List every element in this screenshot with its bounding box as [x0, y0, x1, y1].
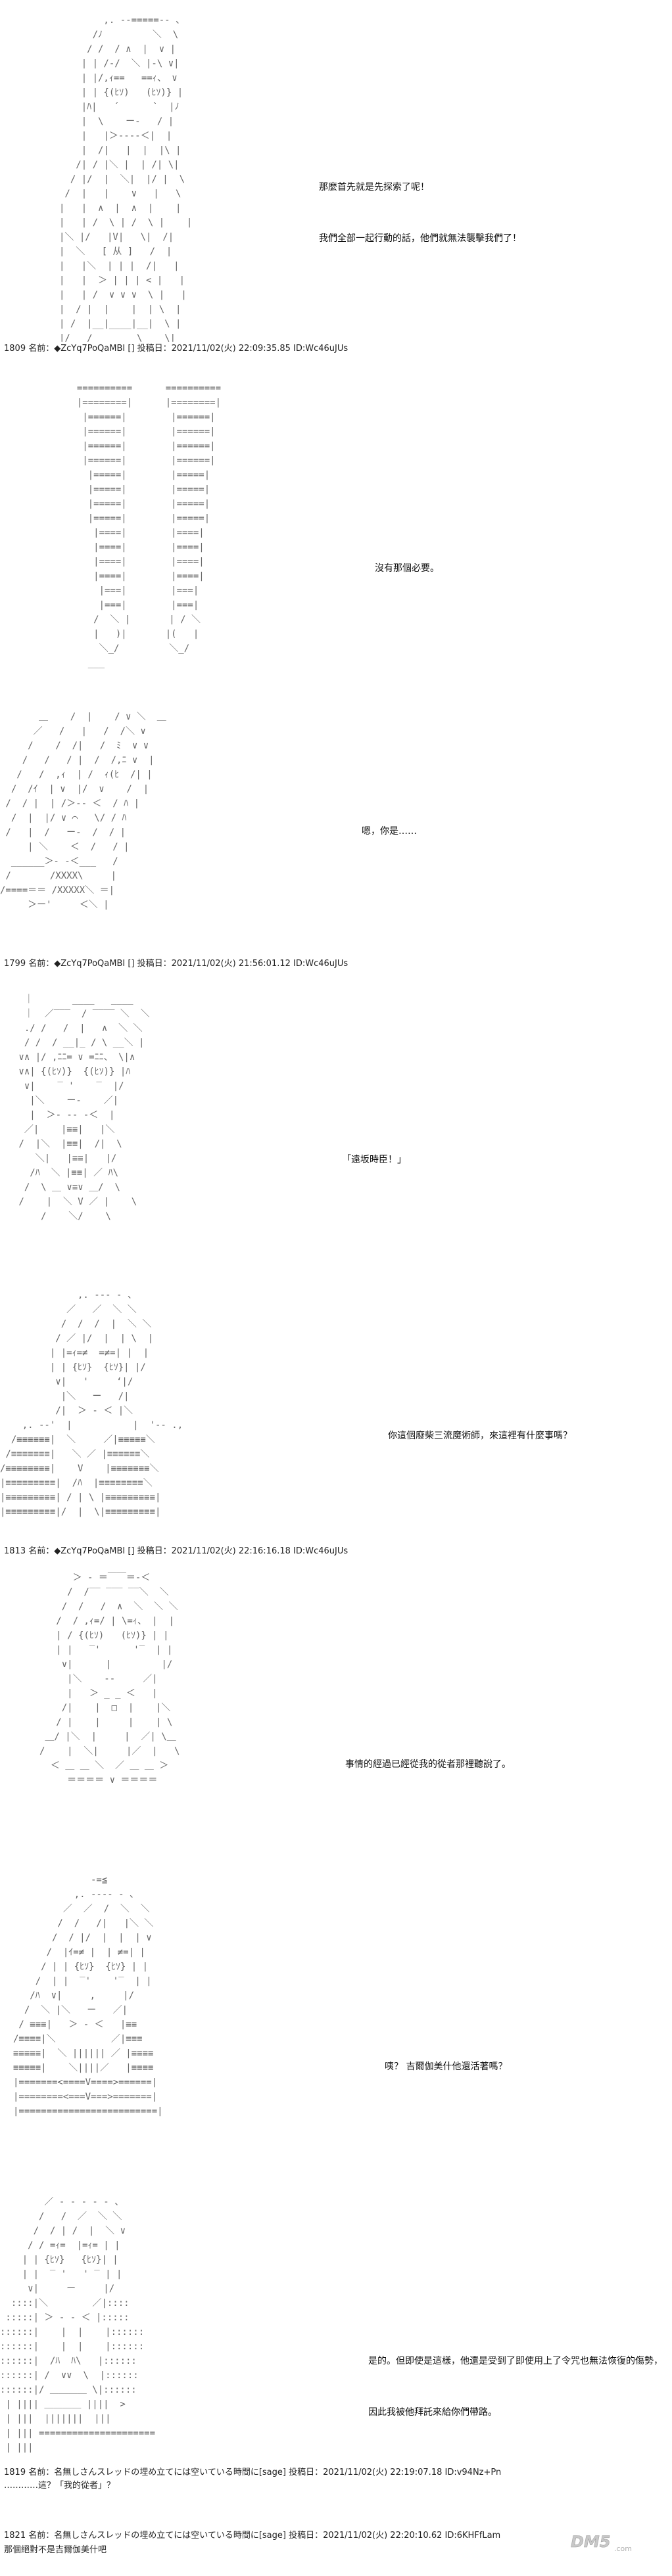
dialogue-text: 是的。但即使是這樣，他還是受到了即使用上了令咒也無法恢復的傷勢， 因此我被他拜託… — [368, 2356, 663, 2418]
site-logo-icon: DM5 .com — [571, 2533, 632, 2553]
scene-4: ｜ ____ ____ ｜ ／‾‾‾ / ‾‾‾‾ ＼ ＼ ./ / / | ∧… — [0, 986, 672, 1275]
ascii-art-figure: ＞ ‐ ＝￣￣＝‐＜ / /‾‾ ‾‾‾ ‾‾＼ ＼ / / / ∧ ＼ ＼ ＼… — [39, 1573, 180, 1785]
ascii-art-figure: ,. ‐-- - 、 ／ ／ ＼ ＼ / / / | ＼ ＼ / ／ |/ | … — [0, 1290, 183, 1517]
dialogue-text: 沒有那個必要。 — [375, 563, 439, 574]
ascii-art-figure: ｜ ____ ____ ｜ ／‾‾‾ / ‾‾‾‾ ＼ ＼ ./ / / | ∧… — [18, 994, 150, 1222]
ascii-art-figure: ‐=≦ ,. -‐‐- - 、 ／ ／ / ＼ ＼ / / /| |＼ ＼ / … — [13, 1875, 163, 2117]
scene-6: ＞ ‐ ＝￣￣＝‐＜ / /‾‾ ‾‾‾ ‾‾＼ ＼ / / / ∧ ＼ ＼ ＼… — [0, 1564, 672, 1853]
dialogue-text: 咦？ 吉爾伽美什他還活著嗎？ — [385, 2061, 508, 2072]
post-header: 1813 名前：◆ZcYq7PoQaMBI [] 投稿日：2021/11/02(… — [4, 1546, 348, 1556]
dialogue-text: 你這個廢柴三流魔術師，來這裡有什麼事嗎？ — [388, 1431, 572, 1441]
scene-5: ,. ‐-- - 、 ／ ／ ＼ ＼ / / / | ＼ ＼ / ／ |/ | … — [0, 1281, 672, 1564]
post-header: 1821 名前：名無しさんスレッドの埋め立てには空いている時間に[sage] 投… — [4, 2531, 501, 2541]
ascii-art-figure: ＿ / | / ∨ ＼ ＿ ／ / | / /＼ ∨ / / /| / ﾐ ∨ … — [0, 712, 166, 910]
dialogue-text: 「遠坂時臣！」 — [342, 1155, 406, 1165]
dialogue-text: 嗯，你是…… — [362, 826, 417, 837]
ascii-art-figure: ／ ‐ - ‐ ‐ - 、 / / ／ ＼ ＼ / / | / | ＼ ∨ / … — [0, 2197, 156, 2453]
ascii-art-figure: ,. -‐=====‐- 、 /ﾉ ＼ \ / / / ∧ | ∨ | | | … — [59, 15, 193, 342]
svg-text:.com: .com — [614, 2544, 632, 2553]
scene-3: ＿ / | / ∨ ＼ ＿ ／ / | / /＼ ∨ / / /| / ﾐ ∨ … — [0, 697, 672, 973]
post-body: 那個絕對不是吉爾伽美什吧 — [4, 2545, 107, 2555]
dialogue-text: 那麼首先就是先探索了呢！ 我們全部一起行動的話，他們就無法襲擊我們了！ — [319, 182, 521, 244]
dialogue-text: 事情的經過已經從我的從者那裡聽說了。 — [345, 1759, 511, 1770]
scene-1: ,. -‐=====‐- 、 /ﾉ ＼ \ / / / ∧ | ∨ | | | … — [0, 0, 672, 355]
post-body: …………這？「我的從者」？ — [4, 2481, 116, 2491]
svg-text:DM5: DM5 — [571, 2533, 611, 2551]
post-header: 1819 名前：名無しさんスレッドの埋め立てには空いている時間に[sage] 投… — [4, 2468, 502, 2477]
post-header: 1809 名前：◆ZcYq7PoQaMBI [] 投稿日：2021/11/02(… — [4, 344, 348, 354]
ascii-art-legs: ========== ========== |========| |======… — [76, 383, 222, 668]
scene-2: ========== ========== |========| |======… — [0, 368, 672, 677]
post-header: 1799 名前：◆ZcYq7PoQaMBI [] 投稿日：2021/11/02(… — [4, 959, 348, 969]
scene-7: ‐=≦ ,. -‐‐- - 、 ／ ／ / ＼ ＼ / / /| |＼ ＼ / … — [0, 1866, 672, 2182]
scene-8: ／ ‐ - ‐ ‐ - 、 / / ／ ＼ ＼ / / | / | ＼ ∨ / … — [0, 2188, 672, 2464]
